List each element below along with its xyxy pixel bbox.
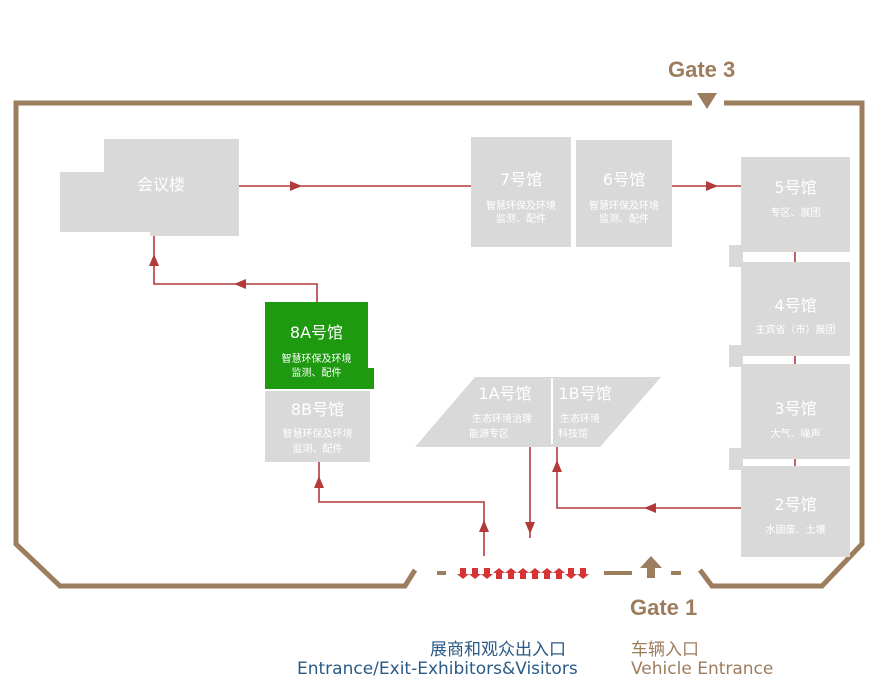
visitor-entrance-en: Entrance/Exit-Exhibitors&Visitors: [297, 659, 578, 679]
hall-3-connector: [729, 448, 743, 470]
hall-8a-sub1: 智慧环保及环境: [281, 354, 352, 365]
hall-8b-sub1: 智慧环保及环境: [282, 429, 353, 440]
route-arrows: [149, 181, 718, 534]
hall-1b-name: 1B号馆: [558, 384, 612, 403]
hall-7-name: 7号馆: [499, 170, 543, 189]
hall-1b-sub1: 生态环境: [560, 414, 600, 425]
hall-3[interactable]: [741, 364, 850, 459]
arrow-down-icon: [457, 568, 469, 579]
hall-8a[interactable]: [265, 302, 368, 389]
arrow-up-icon: [517, 568, 529, 579]
gate1-arrow-icon: [640, 556, 662, 578]
hall-1a-name: 1A号馆: [478, 384, 532, 403]
hall-3-name: 3号馆: [774, 399, 817, 418]
entrance-arrows: [457, 568, 589, 579]
arrow-up-icon: [505, 568, 517, 579]
hall-6-sub2: 监测、配件: [599, 214, 649, 225]
arrow-up-icon: [493, 568, 505, 579]
hall-2[interactable]: [741, 466, 850, 557]
arrow-right-icon: [706, 181, 718, 191]
vehicle-entrance-cn: 车辆入口: [631, 640, 699, 660]
hall-5-connector: [729, 245, 743, 267]
hall-6-sub1: 智慧环保及环境: [589, 201, 659, 212]
gate3-marker: [697, 93, 717, 109]
gate1-label: Gate 1: [630, 595, 698, 620]
arrow-down-icon: [469, 568, 481, 579]
arrow-down-icon: [525, 522, 535, 534]
vehicle-entrance-en: Vehicle Entrance: [631, 659, 774, 679]
arrow-left-icon: [644, 503, 656, 513]
hall-4-connector: [729, 345, 743, 367]
arrow-up-icon: [552, 460, 562, 472]
hall-6-name: 6号馆: [602, 170, 646, 189]
hall-4-sub: 主宾省（市）展团: [755, 325, 836, 336]
arrow-up-icon: [553, 568, 565, 579]
arrow-down-icon: [481, 568, 493, 579]
venue-boundary: [13, 100, 865, 589]
hall-4[interactable]: [741, 262, 850, 356]
hall-7[interactable]: [471, 137, 571, 247]
arrow-right-icon: [290, 181, 302, 191]
arrow-left-icon: [234, 279, 246, 289]
arrow-up-icon: [529, 568, 541, 579]
arrow-up-icon: [149, 254, 159, 266]
hall-8a-name: 8A号馆: [289, 323, 344, 342]
hall-1a-1b[interactable]: [415, 377, 661, 447]
hall-8b-sub2: 监测、配件: [292, 444, 343, 455]
arrow-down-icon: [577, 568, 589, 579]
hall-conference-label: 会议楼: [136, 175, 185, 194]
hall-3-sub: 大气、噪声: [770, 429, 821, 440]
hall-8a-sub2: 监测、配件: [291, 368, 342, 379]
hall-1a-sub2: 能源专区: [469, 429, 509, 440]
hall-8b[interactable]: [265, 391, 370, 462]
gate3-label: Gate 3: [668, 57, 736, 82]
halls: [60, 137, 850, 557]
arrow-up-icon: [314, 476, 324, 488]
hall-4-name: 4号馆: [774, 296, 817, 315]
hall-5-sub: 专区、展团: [770, 208, 821, 219]
hall-5[interactable]: [741, 157, 850, 252]
hall-6[interactable]: [576, 140, 672, 247]
hall-8b-name: 8B号馆: [290, 400, 345, 419]
arrow-up-icon: [479, 520, 489, 532]
hall-8a-side: [368, 368, 374, 389]
hall-1a-sub1: 生态环境治理: [472, 414, 532, 425]
hall-conference[interactable]: [60, 139, 239, 236]
hall-7-sub2: 监测、配件: [496, 214, 546, 225]
arrow-down-icon: [565, 568, 577, 579]
hall-1b-sub2: 科技馆: [558, 429, 588, 440]
arrow-up-icon: [541, 568, 553, 579]
hall-2-name: 2号馆: [774, 495, 817, 514]
visitor-entrance-cn: 展商和观众出入口: [430, 640, 566, 660]
hall-2-sub: 水固废、土壤: [765, 525, 826, 536]
hall-5-name: 5号馆: [774, 178, 817, 197]
hall-7-sub1: 智慧环保及环境: [486, 201, 556, 212]
